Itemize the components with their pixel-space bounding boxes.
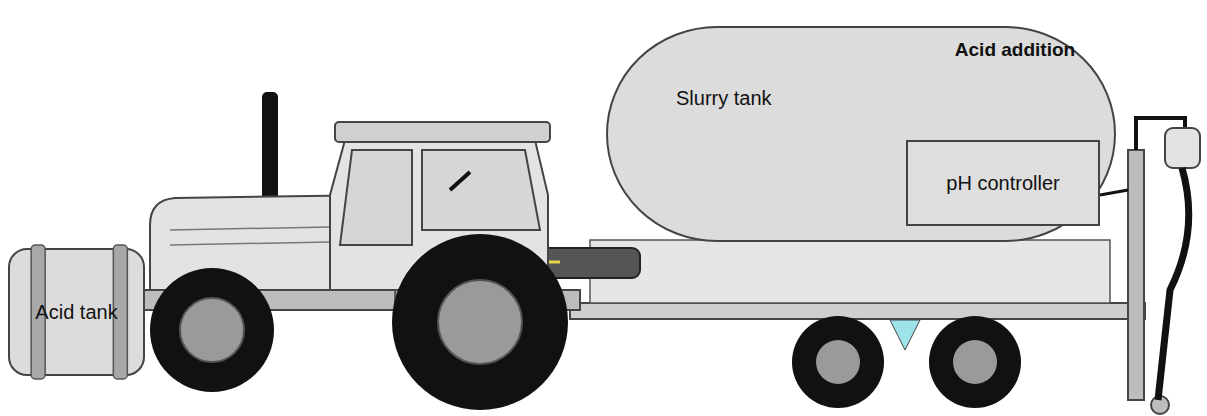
applicator-bar — [1128, 150, 1144, 400]
cabin-window — [340, 150, 412, 245]
callout-label: Acid addition — [940, 38, 1090, 62]
node-label: pH controller — [946, 171, 1059, 195]
steering-wheel — [450, 172, 470, 190]
controller-box: pH controller — [906, 140, 1100, 226]
distributor — [1165, 128, 1200, 168]
trailer-frame — [570, 303, 1145, 319]
exhaust-pipe — [262, 92, 278, 202]
node-label: Slurry tank — [676, 86, 772, 110]
rear-wheel — [392, 234, 568, 410]
node-label: Acid tank — [32, 300, 122, 324]
front-wheel — [150, 268, 274, 392]
hose — [1158, 168, 1189, 400]
cabin-roof — [335, 122, 550, 142]
tank-shape: Acid tank — [8, 248, 145, 376]
tank-cradle — [590, 240, 1110, 303]
trailer-wheel — [792, 316, 884, 408]
trailer-wheel — [929, 316, 1021, 408]
cabin-window — [422, 150, 540, 230]
